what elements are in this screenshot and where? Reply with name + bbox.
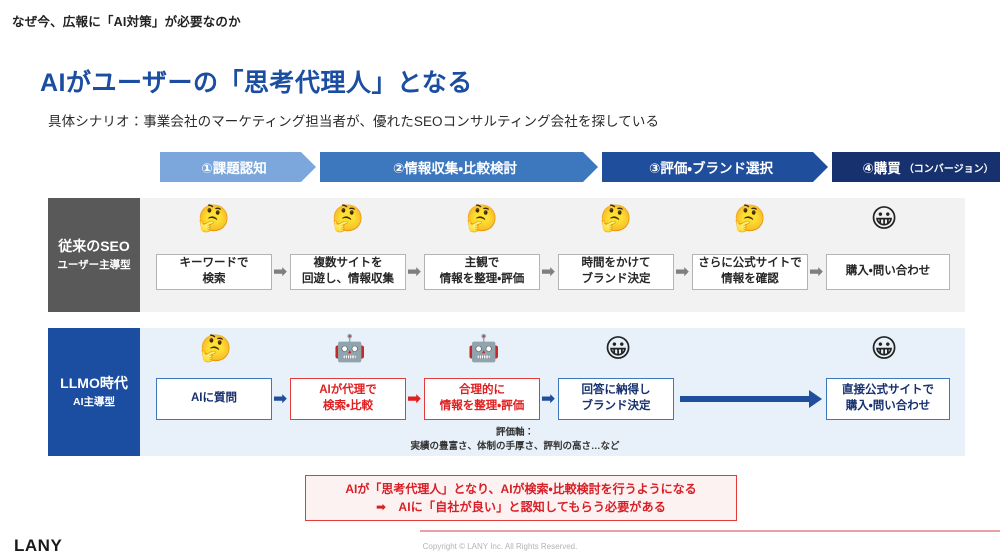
flow-row-llmo-era: LLMO時代 AI主導型 🤔 🤖 🤖 😀 😀 AIに質問 AIが代理で 検索・比… bbox=[48, 328, 965, 456]
arrow-right-icon: ➡ bbox=[273, 262, 288, 282]
copyright-text: Copyright © LANY Inc. All Rights Reserve… bbox=[422, 542, 578, 551]
flow-step-box: 時間をかけて ブランド決定 bbox=[558, 254, 674, 290]
brand-logo: LANY bbox=[14, 536, 63, 555]
stage-label-1: ①課題認知 bbox=[201, 161, 267, 176]
stage-chevron-4: ④購買 （コンバージョン） bbox=[832, 152, 1000, 182]
flow-step-box: 複数サイトを 回遊し、情報収集 bbox=[290, 254, 406, 290]
flow-step-box: さらに公式サイトで 情報を確認 bbox=[692, 254, 808, 290]
flow-step-box: 回答に納得し ブランド決定 bbox=[558, 378, 674, 420]
emoji-thinking-face: 🤔 bbox=[465, 204, 499, 234]
row-label-main: 従来のSEO bbox=[58, 237, 130, 254]
slide-kicker: なぜ今、広報に「AI対策」が必要なのか bbox=[12, 15, 241, 29]
emoji-robot-face: 🤖 bbox=[333, 334, 367, 364]
flow-step-box: 購入・問い合わせ bbox=[826, 254, 950, 290]
flow-row-1-body: 🤔 🤔 🤔 🤔 🤔 😀 キーワードで 検索 複数サイトを 回遊し、情報収集 主観… bbox=[140, 198, 965, 312]
flow-row-2-body: 🤔 🤖 🤖 😀 😀 AIに質問 AIが代理で 検索・比較 合理的に 情報を整理・… bbox=[140, 328, 965, 456]
stage-chevron-1: ①課題認知 bbox=[160, 152, 316, 182]
stage-sublabel-4: （コンバージョン） bbox=[903, 163, 994, 175]
page-title: AIがユーザーの「思考代理人」となる bbox=[40, 69, 473, 97]
emoji-robot-face: 🤖 bbox=[467, 334, 501, 364]
stage-label-2: ②情報収集・比較検討 bbox=[392, 161, 518, 176]
row-label-traditional-seo: 従来のSEO ユーザー主導型 bbox=[48, 198, 140, 312]
footer-divider bbox=[420, 530, 1000, 532]
arrow-right-icon: ➡ bbox=[541, 389, 556, 409]
flow-step-box: 合理的に 情報を整理・評価 bbox=[424, 378, 540, 420]
stage-chevron-3: ③評価・ブランド選択 bbox=[602, 152, 828, 182]
emoji-thinking-face: 🤔 bbox=[199, 334, 233, 364]
stage-chevron-bar: ①課題認知 ②情報収集・比較検討 ③評価・ブランド選択 ④購買 （コンバージョン… bbox=[160, 152, 1000, 182]
emoji-grinning-face: 😀 bbox=[604, 334, 632, 364]
emoji-grinning-face: 😀 bbox=[870, 334, 898, 364]
emoji-thinking-face: 🤔 bbox=[197, 204, 231, 234]
row-label-main: LLMO時代 bbox=[60, 374, 128, 391]
flow-step-box: 主観で 情報を整理・評価 bbox=[424, 254, 540, 290]
stage-label-3: ③評価・ブランド選択 bbox=[648, 161, 774, 176]
emoji-thinking-face: 🤔 bbox=[331, 204, 365, 234]
row-label-sub: ユーザー主導型 bbox=[57, 259, 131, 272]
arrow-right-icon: ➡ bbox=[675, 262, 690, 282]
stage-chevron-2: ②情報収集・比較検討 bbox=[320, 152, 598, 182]
arrow-right-icon: ➡ bbox=[407, 262, 422, 282]
flow-step-box: AIに質問 bbox=[156, 378, 272, 420]
flow-step-box: AIが代理で 検索・比較 bbox=[290, 378, 406, 420]
arrow-right-icon: ➡ bbox=[809, 262, 824, 282]
flow-step-box: キーワードで 検索 bbox=[156, 254, 272, 290]
arrow-right-icon: ➡ bbox=[407, 389, 422, 409]
callout-line-1: AIが「思考代理人」となり、AIが検索・比較検討を行うようになる bbox=[345, 482, 697, 496]
long-arrow-right-icon bbox=[680, 390, 822, 408]
conclusion-callout: AIが「思考代理人」となり、AIが検索・比較検討を行うようになる ➡ AIに「自… bbox=[305, 475, 737, 521]
emoji-thinking-face: 🤔 bbox=[733, 204, 767, 234]
callout-line-2: ➡ AIに「自社が良い」と認知してもらう必要がある bbox=[375, 500, 667, 514]
flow-step-box: 直接公式サイトで 購入・問い合わせ bbox=[826, 378, 950, 420]
emoji-thinking-face: 🤔 bbox=[599, 204, 633, 234]
stage-label-4: ④購買 bbox=[862, 161, 901, 176]
evaluation-axis-note: 評価軸： 実績の豊富さ、体制の手厚さ、評判の高さ…など bbox=[410, 427, 620, 452]
emoji-grinning-face: 😀 bbox=[870, 204, 898, 234]
flow-row-traditional-seo: 従来のSEO ユーザー主導型 🤔 🤔 🤔 🤔 🤔 😀 キーワードで 検索 複数サ… bbox=[48, 198, 965, 312]
slide-subtitle: 具体シナリオ：事業会社のマーケティング担当者が、優れたSEOコンサルティング会社… bbox=[48, 114, 660, 129]
arrow-right-icon: ➡ bbox=[541, 262, 556, 282]
row-label-sub: AI主導型 bbox=[73, 396, 115, 409]
arrow-right-icon: ➡ bbox=[273, 389, 288, 409]
row-label-llmo-era: LLMO時代 AI主導型 bbox=[48, 328, 140, 456]
